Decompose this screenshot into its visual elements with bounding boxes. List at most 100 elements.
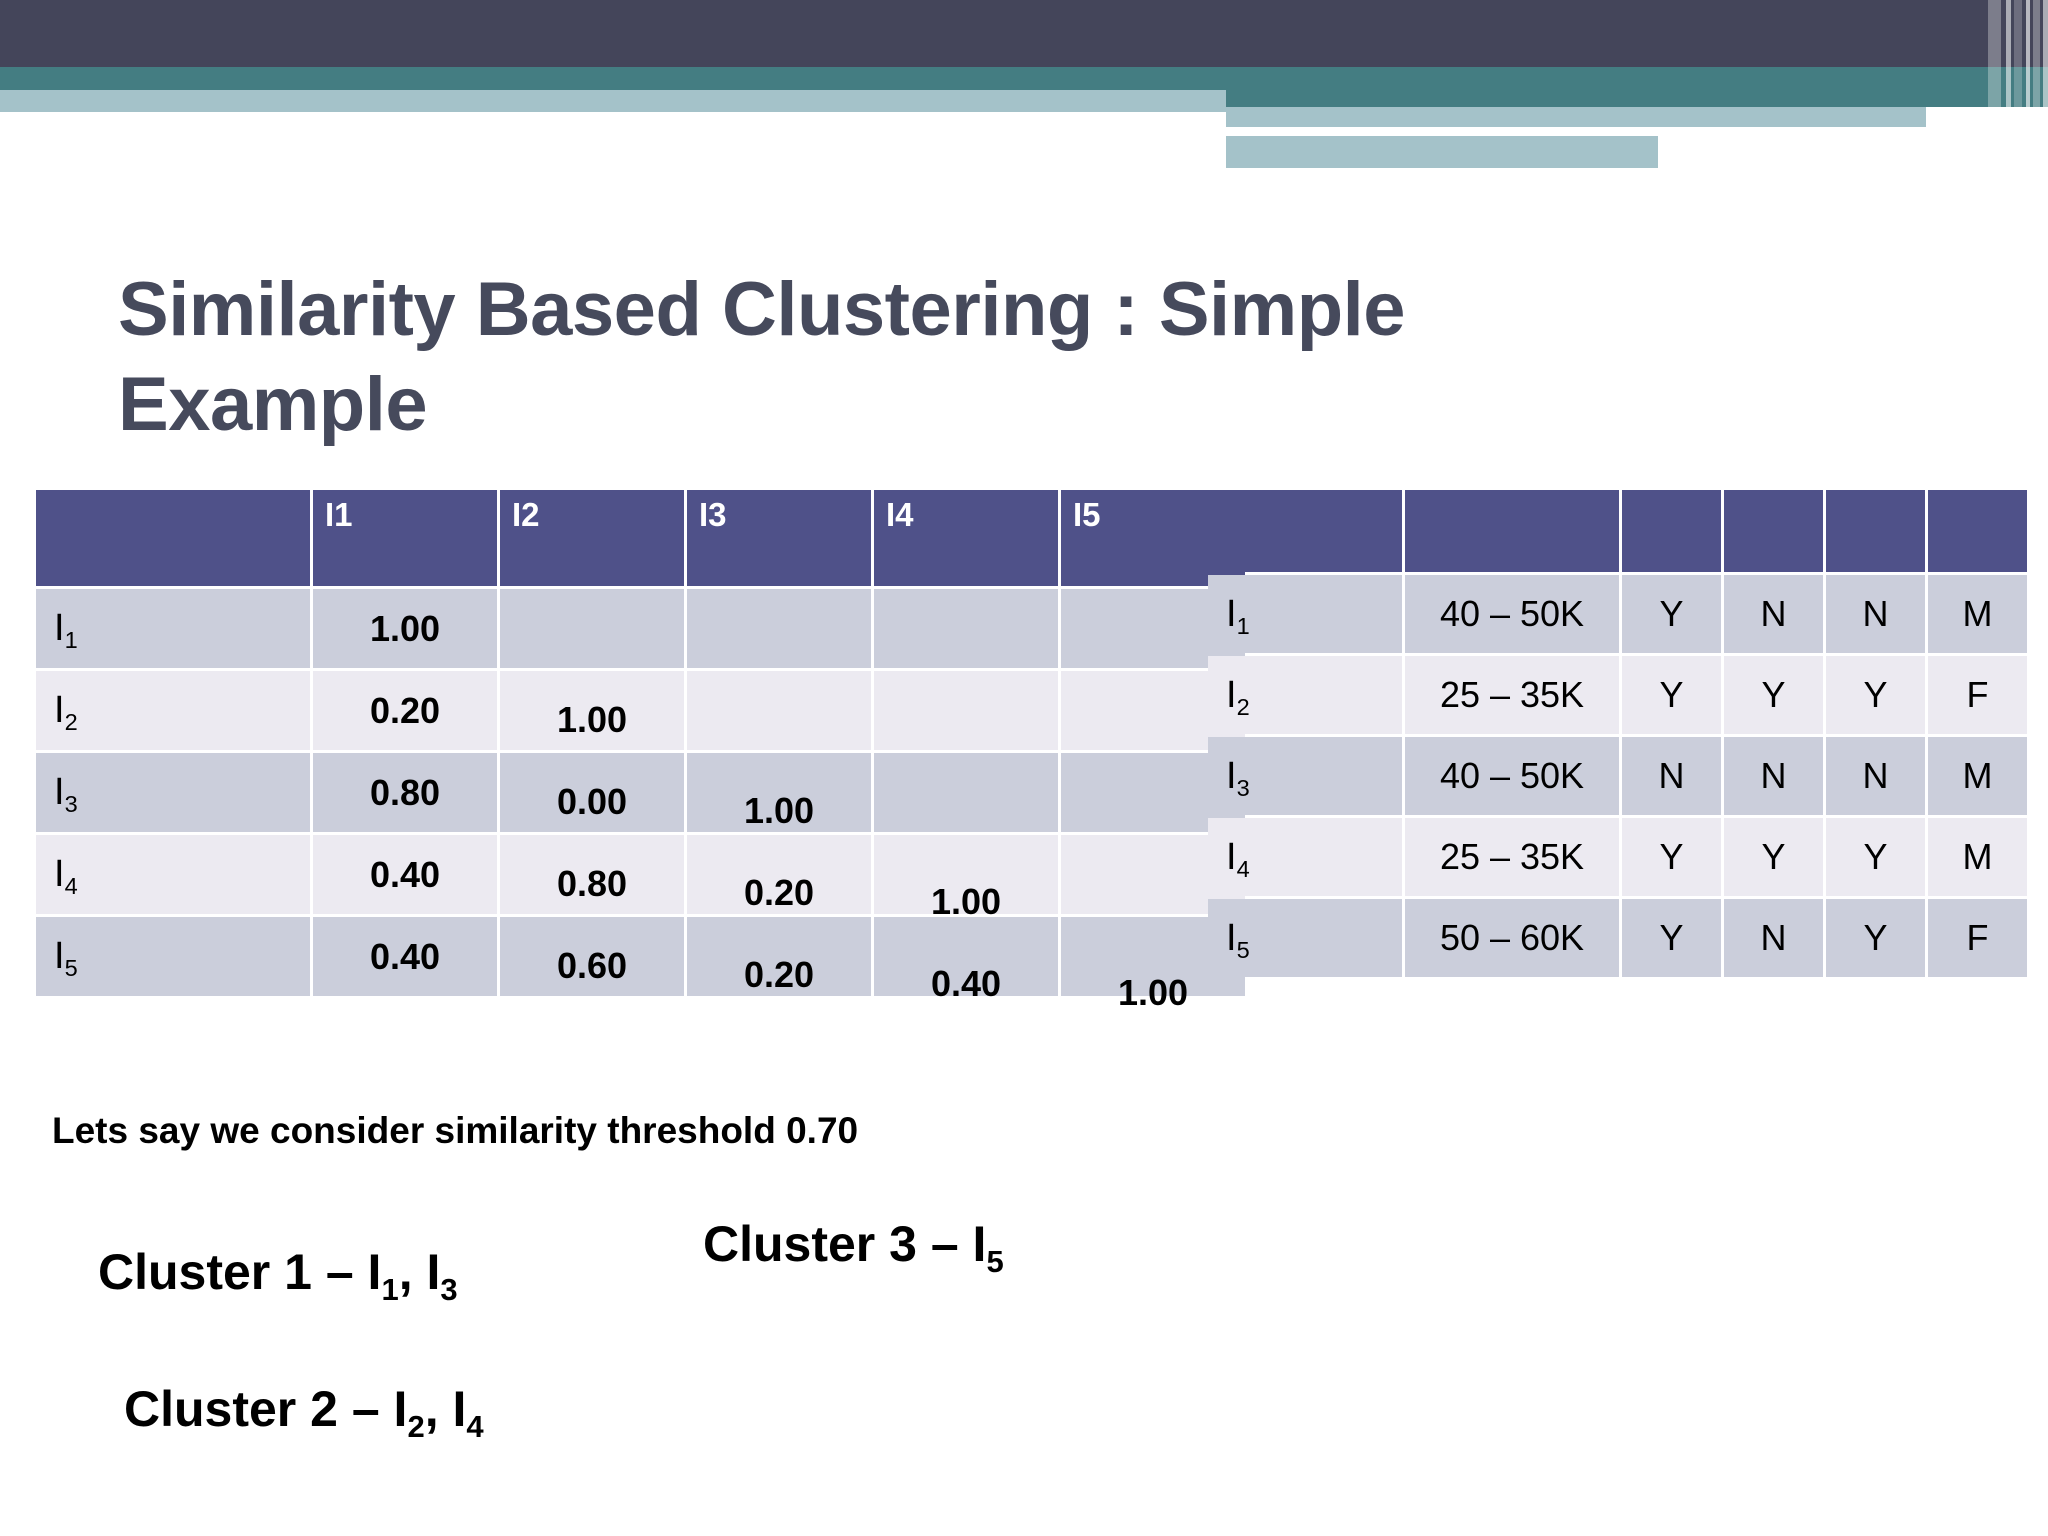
row-label-text: I	[1226, 673, 1237, 716]
similarity-cell	[874, 671, 1058, 750]
attribute-row-label: I5	[1208, 899, 1402, 977]
attribute-cell: Y	[1622, 818, 1721, 896]
cluster-1-label: Cluster 1 – I1, I3	[98, 1243, 458, 1307]
attribute-cell: N	[1826, 575, 1925, 653]
cluster-1-sub1: 1	[381, 1272, 399, 1308]
attribute-header-corner	[1208, 490, 1402, 572]
row-label-sub: 1	[1236, 612, 1250, 639]
similarity-cell: 0.20	[687, 835, 871, 914]
header-stripe-1	[1988, 0, 2001, 168]
row-label-text: I	[1226, 592, 1237, 635]
header-stripe-3	[2014, 0, 2022, 168]
attribute-cell: Y	[1724, 656, 1823, 734]
attribute-cell: Y	[1724, 818, 1823, 896]
cell-value: 1.00	[930, 880, 1002, 922]
cluster-2-prefix: Cluster 2 – I	[124, 1381, 408, 1437]
row-label-sub: 5	[64, 955, 78, 982]
cell-value: 0.80	[556, 862, 628, 904]
row-label-text: I	[54, 935, 65, 977]
attribute-cell: Y	[1826, 656, 1925, 734]
cluster-1-sub2: 3	[440, 1272, 458, 1308]
cluster-2-label: Cluster 2 – I2, I4	[124, 1380, 484, 1444]
table-row: I1 40 – 50K Y N N M	[1208, 575, 2027, 653]
table-row: I1 1.00	[36, 589, 1245, 668]
attribute-cell: Y	[1622, 656, 1721, 734]
row-label-sub: 3	[64, 791, 78, 818]
attribute-table: I1 40 – 50K Y N N M I2 25 – 35K Y Y Y F …	[1205, 487, 2030, 980]
similarity-matrix-table: I1 I2 I3 I4 I5 I1 1.00 I2 0.20 1.00 I3 0…	[33, 487, 1248, 1013]
similarity-header-i3: I3	[687, 490, 871, 586]
row-label-text: I	[1226, 835, 1237, 878]
header-stripe-2	[2006, 0, 2011, 168]
table-row: I4 25 – 35K Y Y Y M	[1208, 818, 2027, 896]
row-label-sub: 2	[1236, 693, 1250, 720]
similarity-cell: 1.00	[313, 589, 497, 668]
attribute-cell: N	[1622, 737, 1721, 815]
similarity-cell: 0.40	[874, 917, 1058, 1004]
cell-value: 0.20	[743, 871, 815, 913]
similarity-row-label: I3	[36, 753, 310, 832]
attribute-cell: Y	[1622, 899, 1721, 977]
row-label-sub: 4	[64, 873, 78, 900]
row-label-sub: 5	[1236, 936, 1250, 963]
attribute-header-gender	[1928, 490, 2027, 572]
similarity-cell	[874, 753, 1058, 832]
similarity-cell	[500, 589, 684, 668]
row-label-text: I	[54, 607, 65, 649]
row-label-text: I	[1226, 916, 1237, 959]
attribute-cell-income: 40 – 50K	[1405, 575, 1619, 653]
table-row: I5 50 – 60K Y N Y F	[1208, 899, 2027, 977]
table-row: I4 0.40 0.80 0.20 1.00	[36, 835, 1245, 922]
similarity-header-i1: I1	[313, 490, 497, 586]
header-band-light-mid	[1226, 107, 1926, 127]
attribute-row-label: I1	[1208, 575, 1402, 653]
similarity-row-label: I2	[36, 671, 310, 750]
similarity-row-label: I1	[36, 589, 310, 668]
similarity-row-label: I4	[36, 835, 310, 914]
cluster-3-label: Cluster 3 – I5	[703, 1215, 1004, 1279]
table-row: I2 0.20 1.00	[36, 671, 1245, 750]
table-row: I2 25 – 35K Y Y Y F	[1208, 656, 2027, 734]
cluster-1-mid: , I	[398, 1244, 441, 1300]
cell-value: 1.00	[1117, 971, 1189, 1013]
table-row: I3 40 – 50K N N N M	[1208, 737, 2027, 815]
table-row: I5 0.40 0.60 0.20 0.40 1.00	[36, 917, 1245, 1013]
similarity-row-label: I5	[36, 917, 310, 996]
similarity-cell: 1.00	[687, 753, 871, 832]
row-label-text: I	[54, 771, 65, 813]
similarity-cell: 1.00	[874, 835, 1058, 922]
page-title: Similarity Based Clustering : Simple Exa…	[118, 267, 1406, 447]
threshold-note: Lets say we consider similarity threshol…	[52, 1110, 859, 1151]
row-label-text: I	[54, 853, 65, 895]
attribute-header-attr1	[1622, 490, 1721, 572]
attribute-cell: N	[1724, 575, 1823, 653]
header-stripe-4	[2026, 0, 2030, 168]
attribute-header-attr2	[1724, 490, 1823, 572]
attribute-cell: M	[1928, 575, 2027, 653]
attribute-cell-income: 50 – 60K	[1405, 899, 1619, 977]
similarity-cell: 0.40	[313, 917, 497, 996]
attribute-table-header-row	[1208, 490, 2027, 572]
cell-value: 0.40	[369, 935, 441, 977]
attribute-cell: Y	[1826, 818, 1925, 896]
attribute-row-label: I2	[1208, 656, 1402, 734]
similarity-cell: 1.00	[500, 671, 684, 750]
similarity-header-corner	[36, 490, 310, 586]
similarity-header-i4: I4	[874, 490, 1058, 586]
similarity-cell	[687, 589, 871, 668]
cell-value: 0.00	[556, 780, 628, 822]
cell-value: 0.40	[369, 853, 441, 895]
attribute-header-income	[1405, 490, 1619, 572]
similarity-cell: 0.20	[313, 671, 497, 750]
cell-value: 0.80	[369, 771, 441, 813]
cluster-2-mid: , I	[424, 1381, 467, 1437]
similarity-cell: 0.00	[500, 753, 684, 832]
header-band-light-left	[0, 90, 1226, 112]
row-label-text: I	[1226, 754, 1237, 797]
table-row: I3 0.80 0.00 1.00	[36, 753, 1245, 832]
similarity-cell: 0.80	[313, 753, 497, 832]
header-stripe-6	[2043, 0, 2048, 168]
attribute-cell: Y	[1826, 899, 1925, 977]
similarity-cell: 0.40	[313, 835, 497, 914]
similarity-header-i2: I2	[500, 490, 684, 586]
